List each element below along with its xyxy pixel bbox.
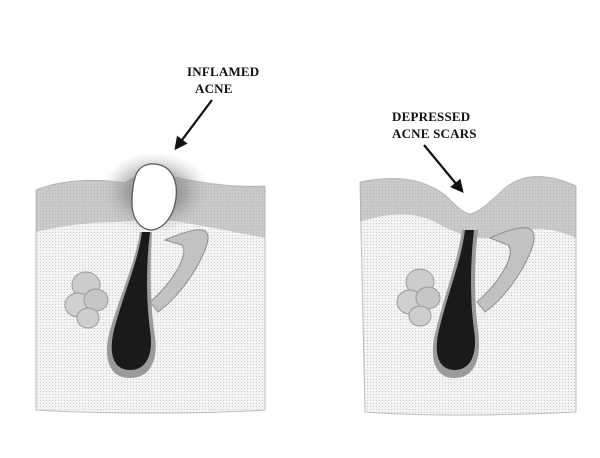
sebaceous-gland-left — [64, 271, 109, 329]
depressed-acne-scars-label-line2: ACNE SCARS — [392, 126, 477, 141]
pustule — [131, 163, 177, 231]
inflamed-acne-label-line2: ACNE — [195, 81, 233, 96]
sebaceous-gland-right — [396, 268, 441, 327]
muscle-left — [149, 229, 209, 313]
epidermis-right — [360, 176, 576, 239]
inflamed-skin-block — [35, 152, 266, 414]
muscle-right — [476, 227, 535, 313]
follicle-left — [111, 232, 152, 370]
depressed-acne-scars-label: DEPRESSED ACNE SCARS — [392, 108, 477, 142]
depressed-acne-scars-label-line1: DEPRESSED — [392, 109, 471, 124]
scar-skin-block — [359, 176, 577, 416]
inflamed-acne-label: INFLAMED ACNE — [187, 63, 259, 97]
arrow-icon — [174, 99, 213, 151]
inflamed-acne-label-line1: INFLAMED — [187, 64, 260, 79]
follicle-right — [436, 230, 476, 370]
arrow-icon — [423, 144, 464, 194]
